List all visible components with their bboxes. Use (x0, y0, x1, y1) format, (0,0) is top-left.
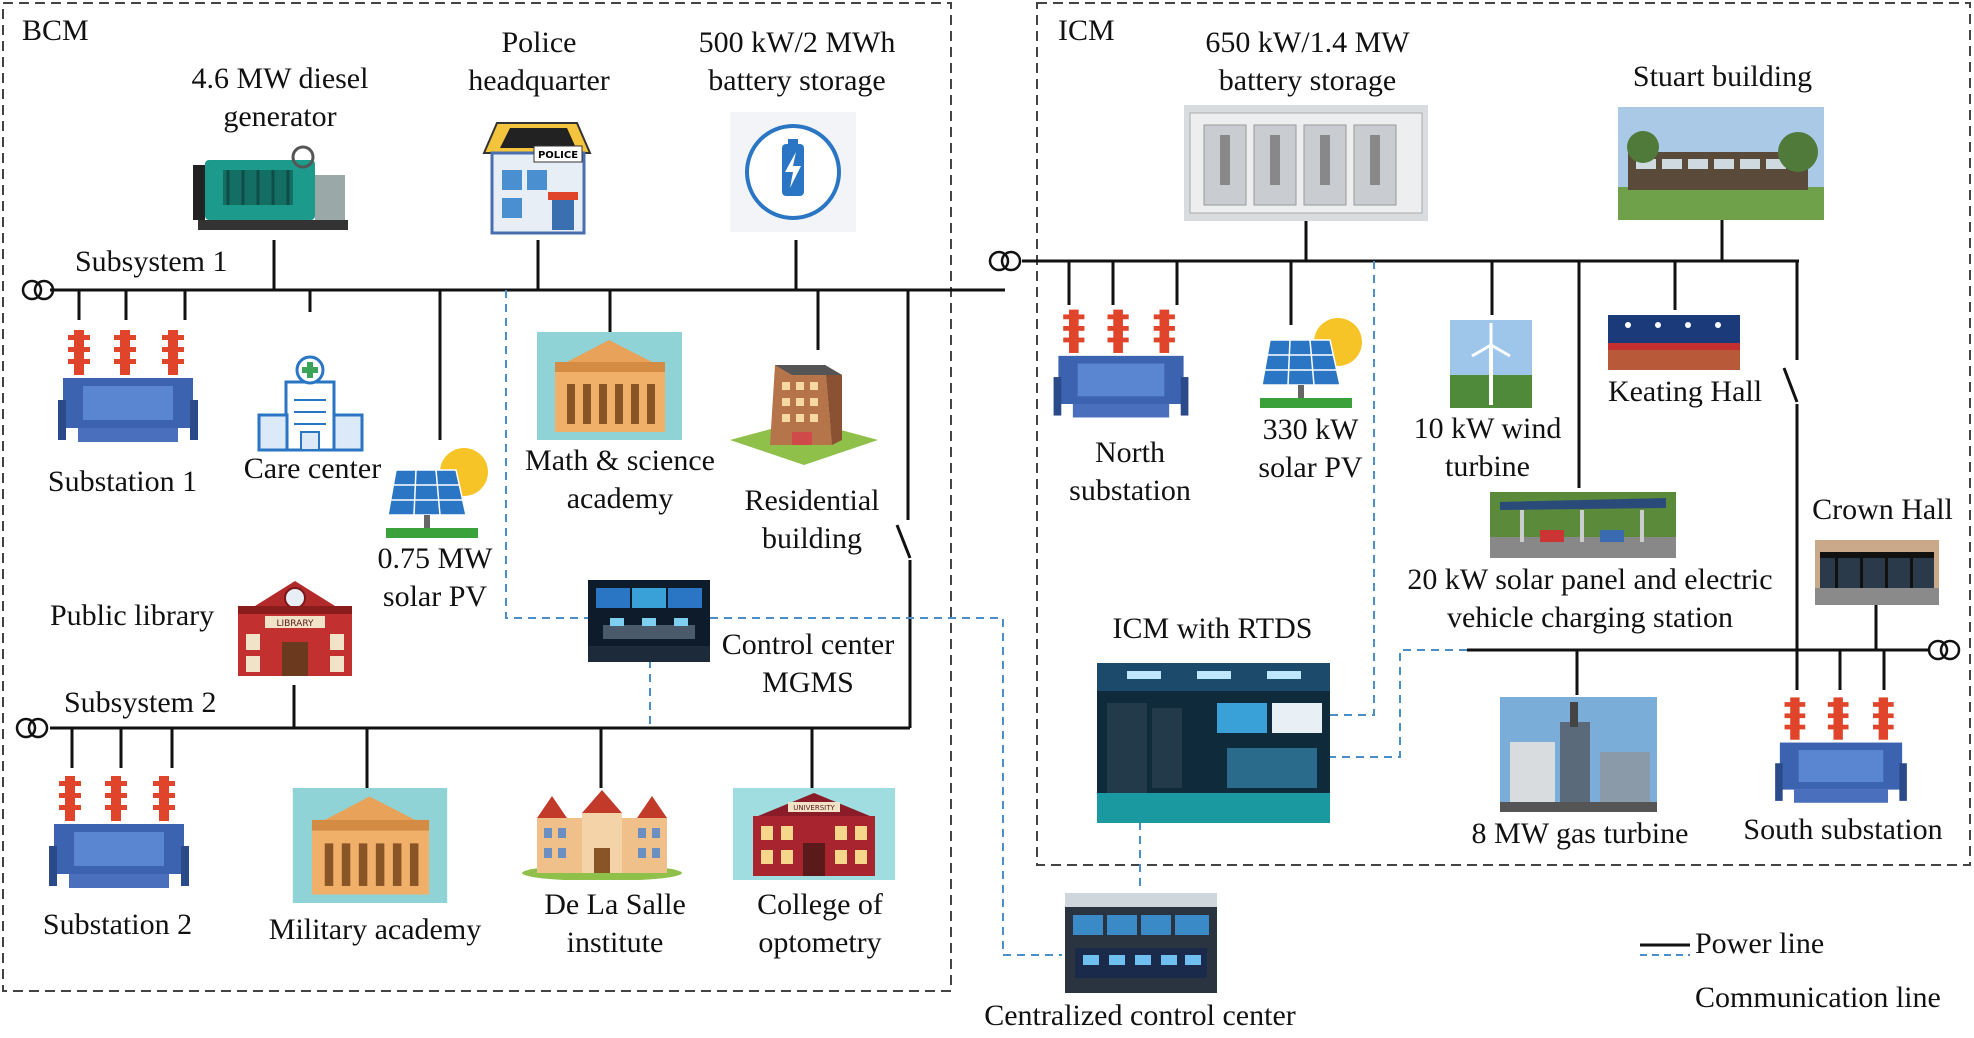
bcm-solar-pv-icon (386, 440, 494, 540)
legend-communication-line-label: Communication line (1695, 981, 1941, 1014)
icm-power-lines (1022, 218, 1928, 695)
substation-1-label: Substation 1 (47, 465, 198, 498)
keating-hall-icon (1608, 315, 1740, 370)
residential-building-icon (730, 350, 878, 468)
icm-boundary (1036, 2, 1971, 866)
crown-hall-label: Crown Hall (1812, 493, 1953, 526)
south-substation-icon (1773, 688, 1909, 815)
diesel-generator-icon (193, 145, 351, 233)
icm-title: ICM (1058, 14, 1115, 47)
stuart-building-icon (1618, 107, 1824, 220)
control-center-label: Control center MGMS (721, 628, 895, 699)
substation-1-icon (58, 320, 198, 455)
public-library-icon: LIBRARY (230, 576, 360, 680)
bcm-solar-pv-label: 0.75 MW solar PV (377, 542, 493, 613)
bcm-boundary (2, 2, 952, 992)
north-substation-icon (1052, 300, 1190, 430)
military-academy-icon (292, 788, 448, 903)
de-la-salle-label: De La Salle institute (544, 888, 686, 959)
centralized-control-center-icon (1065, 893, 1217, 993)
south-substation-label: South substation (1743, 813, 1943, 846)
svg-text:UNIVERSITY: UNIVERSITY (793, 804, 835, 812)
wind-turbine-icon (1450, 320, 1532, 408)
communication-lines (505, 261, 1690, 956)
stuart-building-label: Stuart building (1632, 60, 1813, 93)
math-science-academy-label: Math & science academy (525, 444, 715, 515)
control-center-mgms-icon (588, 580, 710, 662)
college-of-optometry-icon: UNIVERSITY (733, 788, 895, 880)
crown-hall-icon (1815, 540, 1939, 605)
college-optometry-label: College of optometry (757, 888, 883, 959)
subsystem-1-label: Subsystem 1 (75, 245, 228, 278)
subsystem-2-label: Subsystem 2 (64, 686, 217, 719)
ev-station-label: 20 kW solar panel and electric vehicle c… (1407, 563, 1773, 634)
keating-hall-label: Keating Hall (1607, 375, 1763, 408)
icm-battery-storage-label: 650 kW/1.4 MW battery storage (1205, 26, 1410, 97)
legend-power-line-label: Power line (1695, 927, 1825, 960)
diesel-generator-label: 4.6 MW diesel generator (191, 62, 369, 133)
bcm-battery-storage-label: 500 kW/2 MWh battery storage (698, 26, 896, 97)
math-science-academy-icon (537, 332, 682, 440)
de-la-salle-institute-icon (522, 788, 682, 880)
public-library-label: Public library (50, 599, 215, 632)
substation-2-icon (48, 766, 190, 901)
gas-turbine-icon (1500, 697, 1657, 812)
icm-solar-pv-icon (1260, 310, 1368, 410)
care-center-icon (254, 350, 366, 452)
gas-turbine-label: 8 MW gas turbine (1471, 817, 1689, 850)
care-center-label: Care center (243, 452, 382, 485)
north-substation-label: North substation (1069, 436, 1191, 507)
svg-text:LIBRARY: LIBRARY (276, 619, 314, 629)
rtds-label: ICM with RTDS (1112, 612, 1313, 645)
wind-turbine-label: 10 kW wind turbine (1413, 412, 1562, 483)
police-headquarter-label: Police headquarter (468, 26, 610, 97)
residential-building-label: Residential building (744, 484, 880, 555)
centralized-control-center-label: Centralized control center (984, 999, 1296, 1032)
bcm-power-lines (50, 240, 1005, 788)
bcm-battery-storage-icon (730, 112, 856, 232)
icm-rtds-icon (1097, 663, 1330, 823)
ev-charging-station-icon (1490, 492, 1676, 558)
icm-battery-storage-icon (1184, 105, 1428, 221)
icm-solar-pv-label: 330 kW solar PV (1258, 413, 1363, 484)
substation-2-label: Substation 2 (42, 908, 193, 941)
military-academy-label: Military academy (268, 913, 482, 946)
bcm-title: BCM (22, 14, 89, 47)
police-headquarter-icon: POLICE (472, 108, 602, 238)
svg-text:POLICE: POLICE (538, 150, 578, 161)
